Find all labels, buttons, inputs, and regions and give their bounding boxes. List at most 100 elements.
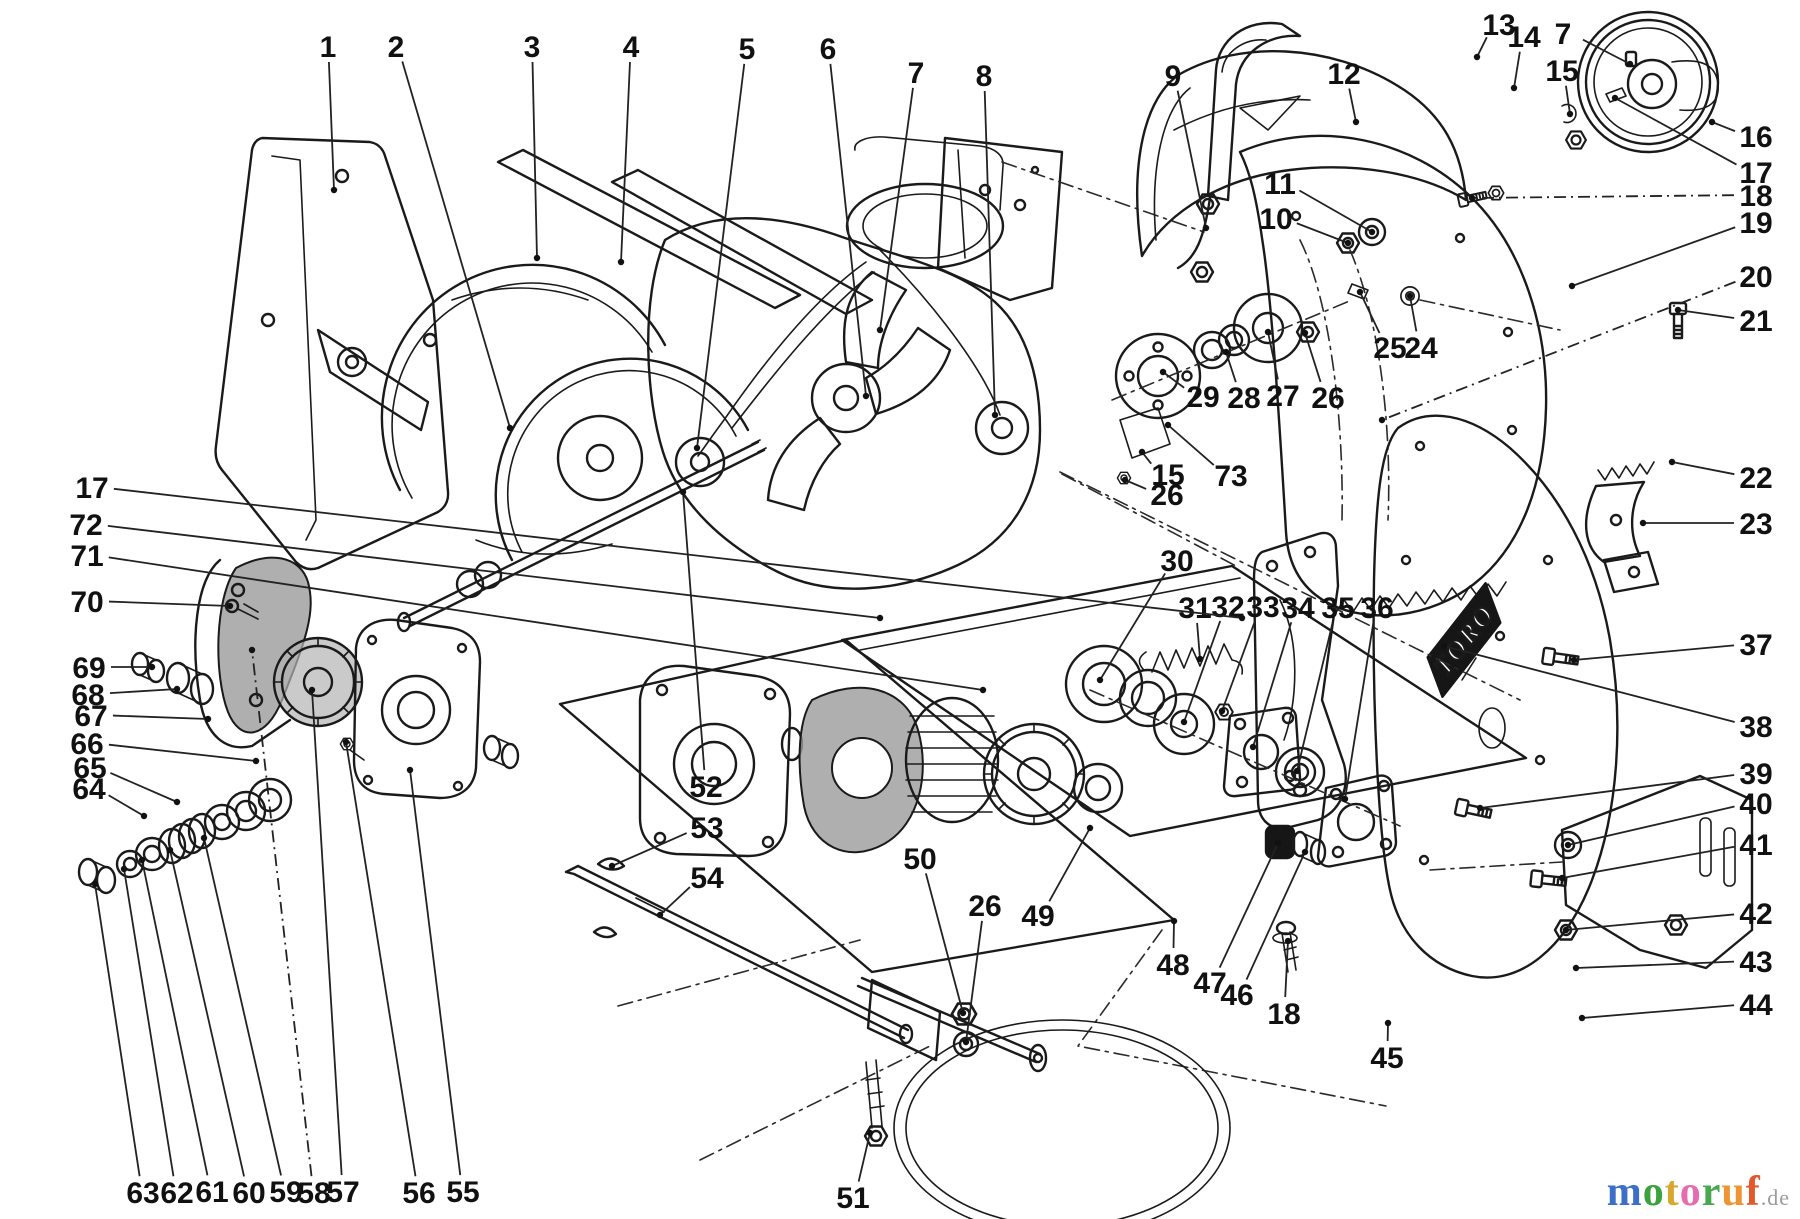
callout-66: 66 [70, 728, 103, 761]
leader-line-44 [1581, 1004, 1735, 1019]
leader-dot-26 [1301, 329, 1309, 337]
leader-line-27 [1267, 331, 1279, 380]
callout-42: 42 [1739, 898, 1772, 931]
callout-15: 15 [1151, 459, 1184, 492]
callout-68: 68 [71, 679, 104, 712]
leader-dot-48 [1170, 917, 1178, 925]
leader-line-9 [1176, 90, 1207, 229]
leader-dot-25 [1356, 288, 1364, 296]
leader-line-59 [203, 837, 282, 1176]
sector-rack [1584, 461, 1660, 594]
leader-line-36 [1344, 622, 1375, 800]
leader-dot-29 [1159, 368, 1167, 376]
leader-dot-73 [1164, 421, 1172, 429]
callout-73: 73 [1214, 460, 1247, 493]
motoruf-watermark: motoruf.de [1607, 1171, 1790, 1213]
leader-line-3 [531, 61, 538, 259]
callout-8: 8 [976, 60, 993, 93]
callout-35: 35 [1321, 592, 1354, 625]
leader-line-71 [108, 556, 984, 691]
callout-57: 57 [326, 1176, 359, 1209]
leader-line-61 [141, 859, 209, 1176]
callout-5: 5 [739, 33, 756, 66]
left-gearbox [194, 556, 520, 800]
leader-line-12 [1348, 88, 1357, 123]
cover-handle [1176, 21, 1505, 270]
callout-54: 54 [690, 862, 724, 895]
leader-line-4 [620, 61, 631, 263]
leader-line-26 [1124, 479, 1147, 490]
callout-14: 14 [1507, 21, 1541, 54]
leader-dot-31 [1196, 655, 1204, 663]
leader-dot-52 [679, 488, 687, 496]
washer-chain [77, 598, 914, 1045]
leader-line-28 [1225, 351, 1237, 383]
leader-line-7 [1582, 38, 1631, 65]
callout-26: 26 [1150, 479, 1183, 512]
leader-dot-67 [204, 715, 212, 723]
leader-dot-53 [608, 862, 616, 870]
leader-line-20 [1381, 280, 1736, 421]
leader-line-5 [696, 63, 746, 449]
callout-18: 18 [1739, 180, 1772, 213]
deflector-panels [496, 148, 874, 316]
leader-line-49 [1048, 827, 1091, 902]
leader-line-42 [1565, 913, 1735, 931]
leader-dot-47 [1274, 839, 1282, 847]
callout-52: 52 [689, 771, 722, 804]
leader-dot-18 [1284, 937, 1292, 945]
leader-dot-17 [1238, 614, 1246, 622]
callout-21: 21 [1739, 305, 1772, 338]
leader-line-6 [829, 63, 867, 397]
leader-dot-41 [1558, 874, 1566, 882]
impeller-housing [647, 136, 1042, 590]
leader-dot-70 [226, 602, 234, 610]
belt-cover [1136, 49, 1468, 258]
auger-hub-hardware [1111, 292, 1353, 485]
auger-assembly [380, 263, 767, 633]
callout-71: 71 [70, 540, 103, 573]
callout-20: 20 [1739, 261, 1772, 294]
leader-dot-9 [1202, 224, 1210, 232]
axle-assembly [617, 939, 1231, 1219]
callout-12: 12 [1327, 58, 1360, 91]
leader-dot-61 [138, 856, 146, 864]
leader-dot-39 [1476, 804, 1484, 812]
callout-17: 17 [75, 472, 108, 505]
callout-41: 41 [1739, 829, 1772, 862]
leader-line-51 [857, 1132, 871, 1182]
callout-10: 10 [1259, 203, 1292, 236]
leader-line-17 [113, 487, 1243, 619]
leader-dot-58 [248, 646, 256, 654]
leader-dot-22 [1668, 458, 1676, 466]
leader-dot-37 [1570, 656, 1578, 664]
leader-line-52 [682, 491, 706, 771]
leader-dot-69 [148, 663, 156, 671]
leader-dot-64 [140, 812, 148, 820]
leader-dot-21 [1674, 306, 1682, 314]
watermark-letter: o [1679, 1169, 1702, 1215]
leader-line-13 [1476, 36, 1488, 58]
leader-line-43 [1575, 960, 1735, 969]
leader-line-40 [1567, 805, 1735, 846]
callout-43: 43 [1739, 946, 1772, 979]
callout-72: 72 [69, 509, 102, 542]
leader-line-50 [925, 873, 964, 1014]
leader-dot-8 [991, 411, 999, 419]
leader-line-65 [110, 772, 178, 803]
callout-2: 2 [388, 31, 405, 64]
callout-65: 65 [73, 752, 106, 785]
watermark-letter: t [1664, 1169, 1680, 1215]
leader-dot-55 [406, 766, 414, 774]
left-side-plate [214, 136, 450, 571]
leader-dot-60 [166, 846, 174, 854]
leader-dot-19 [1568, 282, 1576, 290]
callout-47: 47 [1193, 967, 1226, 1000]
watermark-letter: o [1642, 1169, 1665, 1215]
callout-64: 64 [72, 773, 106, 806]
leader-line-73 [1167, 424, 1215, 466]
callout-18: 18 [1267, 998, 1300, 1031]
leader-line-21 [1677, 309, 1735, 319]
